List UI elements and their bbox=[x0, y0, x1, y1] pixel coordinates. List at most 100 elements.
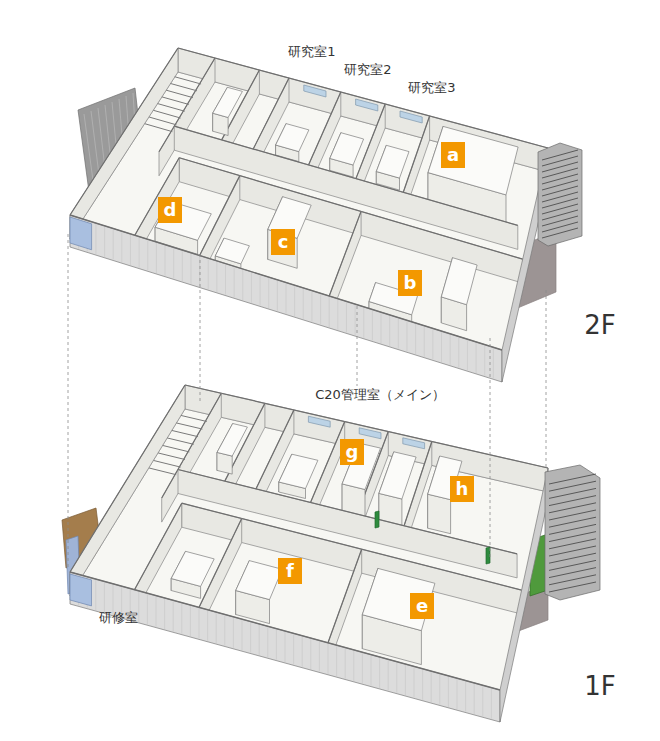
stair-step bbox=[149, 117, 176, 125]
wall-panel-line bbox=[173, 248, 174, 278]
wall-panel-line bbox=[286, 284, 287, 314]
room-tag: d bbox=[158, 197, 182, 223]
window bbox=[308, 416, 330, 427]
stair-step bbox=[542, 150, 578, 160]
wall-panel-line bbox=[242, 270, 243, 300]
wall-panel-line bbox=[250, 623, 251, 653]
wall-panel-line bbox=[224, 615, 225, 645]
exterior-wall bbox=[70, 572, 500, 722]
wall-panel-line bbox=[259, 625, 260, 655]
room-tag: g bbox=[340, 439, 364, 465]
wall-panel-line bbox=[406, 321, 407, 351]
room-tag: b bbox=[398, 270, 422, 296]
room-name: 研究室3 bbox=[408, 79, 455, 97]
wall-panel-line bbox=[422, 670, 423, 700]
wall-panel-line bbox=[165, 246, 166, 276]
equipment-box bbox=[279, 454, 318, 488]
room-letter: f bbox=[286, 559, 294, 583]
stair-step bbox=[542, 180, 578, 190]
second-floor bbox=[70, 48, 548, 382]
wall-top bbox=[178, 470, 517, 554]
stairwell bbox=[149, 415, 207, 474]
wall-panel-line bbox=[379, 658, 380, 688]
room-tag: f bbox=[278, 558, 302, 584]
outside-stairs bbox=[538, 143, 582, 246]
room-name: 研修室 bbox=[99, 609, 138, 627]
stair-step bbox=[153, 110, 180, 118]
wall-panel-line bbox=[260, 275, 261, 305]
wall-panel-line bbox=[389, 316, 390, 346]
stair-step bbox=[149, 468, 176, 475]
wall-panel-line bbox=[276, 630, 277, 660]
stair-step bbox=[166, 90, 193, 97]
wall-panel-line bbox=[139, 238, 140, 268]
floor-label: 2F bbox=[584, 310, 616, 340]
window bbox=[359, 428, 381, 439]
wall-panel-line bbox=[234, 267, 235, 297]
exterior-wall bbox=[70, 215, 502, 382]
wall-panel-line bbox=[104, 582, 105, 612]
stair-step bbox=[542, 186, 578, 196]
wall-panel-line bbox=[268, 278, 269, 308]
wall-panel-line bbox=[233, 618, 234, 648]
equipment-box bbox=[213, 87, 243, 117]
wall-panel-line bbox=[156, 597, 157, 627]
window bbox=[400, 111, 422, 123]
interior-wall bbox=[162, 393, 222, 522]
wall-panel-line bbox=[467, 340, 468, 370]
wall-panel-line bbox=[113, 230, 114, 260]
wall-panel-line bbox=[320, 294, 321, 324]
wall-panel-line bbox=[476, 343, 477, 373]
room-name: C20管理室（メイン） bbox=[315, 386, 445, 404]
wall-panel-line bbox=[181, 604, 182, 634]
room-letter: e bbox=[416, 594, 428, 618]
wall-panel-line bbox=[415, 324, 416, 354]
wall-panel-line bbox=[319, 641, 320, 671]
window bbox=[304, 85, 326, 97]
equipment-box bbox=[330, 133, 364, 165]
wall-top bbox=[329, 211, 361, 296]
stair-step bbox=[154, 460, 181, 467]
stair-frame bbox=[538, 143, 582, 246]
wall-panel-line bbox=[294, 286, 295, 316]
equipment-box bbox=[268, 229, 297, 268]
stair-step bbox=[542, 210, 578, 220]
wall-panel-line bbox=[337, 300, 338, 330]
wall-panel-line bbox=[329, 297, 330, 327]
wall-panel-line bbox=[431, 672, 432, 702]
wall-panel-line bbox=[355, 305, 356, 335]
stair-step bbox=[542, 216, 578, 226]
wall-top bbox=[328, 549, 362, 643]
wall-panel-line bbox=[363, 308, 364, 338]
wall-panel-line bbox=[216, 262, 217, 292]
room-letter: g bbox=[346, 440, 359, 464]
window bbox=[403, 438, 425, 449]
wall-panel-line bbox=[482, 686, 483, 716]
equipment-box bbox=[171, 551, 214, 586]
wall-panel-line bbox=[121, 232, 122, 262]
floor-label: 1F bbox=[584, 671, 616, 701]
window bbox=[356, 99, 378, 111]
wall-panel-line bbox=[302, 637, 303, 667]
wall-panel-line bbox=[173, 601, 174, 631]
wall-panel-line bbox=[225, 265, 226, 295]
alignment-line bbox=[68, 234, 69, 570]
wall-panel-line bbox=[346, 302, 347, 332]
room-name: 研究室1 bbox=[288, 43, 335, 61]
exterior-wall bbox=[500, 468, 548, 722]
wall-panel-line bbox=[95, 580, 96, 610]
equipment-box bbox=[362, 568, 435, 630]
equipment-box bbox=[376, 145, 409, 178]
wall-panel-line bbox=[311, 292, 312, 322]
equipment-box bbox=[236, 561, 283, 600]
stair-step bbox=[158, 453, 185, 460]
stair-step bbox=[542, 162, 578, 172]
stairwell bbox=[145, 77, 201, 132]
stair-step bbox=[542, 204, 578, 214]
wall-panel-line bbox=[182, 251, 183, 281]
stair-step bbox=[549, 582, 596, 592]
wall-panel-line bbox=[405, 665, 406, 695]
wall-panel-line bbox=[465, 682, 466, 712]
door-marks bbox=[375, 511, 490, 564]
